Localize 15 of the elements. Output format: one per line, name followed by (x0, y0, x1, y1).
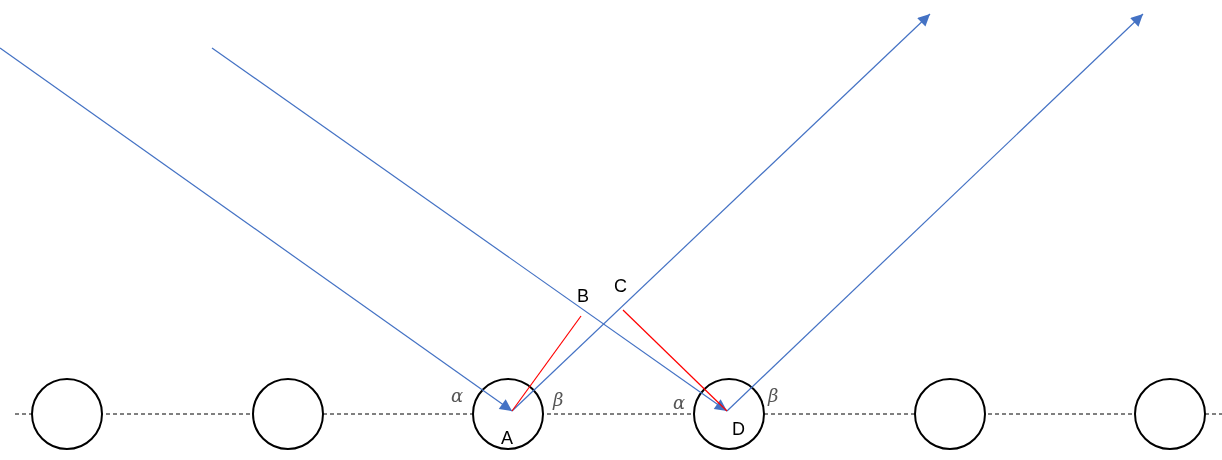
angle-label: β (553, 390, 564, 410)
angle-label: α (673, 393, 686, 413)
ray-arrow (726, 13, 1144, 412)
point-label: C (614, 276, 627, 296)
point-label: B (577, 286, 589, 306)
path-difference-line (622, 309, 728, 412)
ray-arrow (0, 47, 513, 412)
angle-label: β (768, 386, 779, 406)
atom-circle (693, 378, 765, 450)
angle-label: α (451, 386, 464, 406)
point-label: D (732, 419, 745, 439)
point-label: A (501, 428, 513, 448)
path-difference-line (511, 315, 582, 412)
atom-circle (472, 378, 544, 450)
ray-arrow (211, 47, 728, 412)
